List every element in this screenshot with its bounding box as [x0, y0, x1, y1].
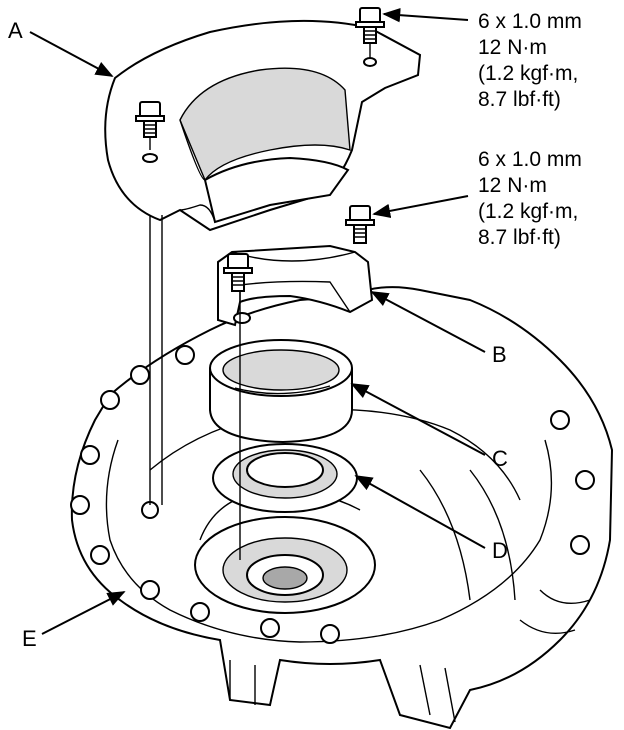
- bolt-left: [135, 101, 165, 138]
- torque-spec-middle: 6 x 1.0 mm 12 N·m (1.2 kgf·m, 8.7 lbf·ft…: [478, 148, 582, 249]
- spec-top-size: 6 x 1.0 mm: [478, 10, 582, 33]
- spec-top-torque-lbfft: 8.7 lbf·ft): [478, 88, 561, 111]
- alignment-lines: [149, 44, 371, 560]
- label-c: C: [492, 446, 508, 471]
- bolt-top: [355, 7, 385, 44]
- spec-top-torque-nm: 12 N·m: [478, 36, 547, 59]
- torque-spec-top: 6 x 1.0 mm 12 N·m (1.2 kgf·m, 8.7 lbf·ft…: [478, 10, 582, 111]
- leader-lines: [29, 7, 486, 635]
- label-d: D: [492, 538, 508, 563]
- shield-a: [104, 19, 422, 232]
- spec-mid-size: 6 x 1.0 mm: [478, 148, 582, 171]
- bolt-bracket: [223, 253, 253, 292]
- spec-mid-torque-lbfft: 8.7 lbf·ft): [478, 226, 561, 249]
- spec-mid-torque-kgfm: (1.2 kgf·m,: [478, 200, 578, 223]
- ring-c: [209, 339, 353, 444]
- transmission-housing-e: [70, 286, 614, 730]
- seal-d: [212, 443, 358, 513]
- label-e: E: [22, 626, 37, 651]
- flange-bolt-holes: [70, 345, 595, 644]
- spec-mid-torque-nm: 12 N·m: [478, 174, 547, 197]
- label-b: B: [492, 342, 507, 367]
- spec-top-torque-kgfm: (1.2 kgf·m,: [478, 62, 578, 85]
- label-a: A: [8, 18, 23, 43]
- bolt-middle: [345, 205, 375, 244]
